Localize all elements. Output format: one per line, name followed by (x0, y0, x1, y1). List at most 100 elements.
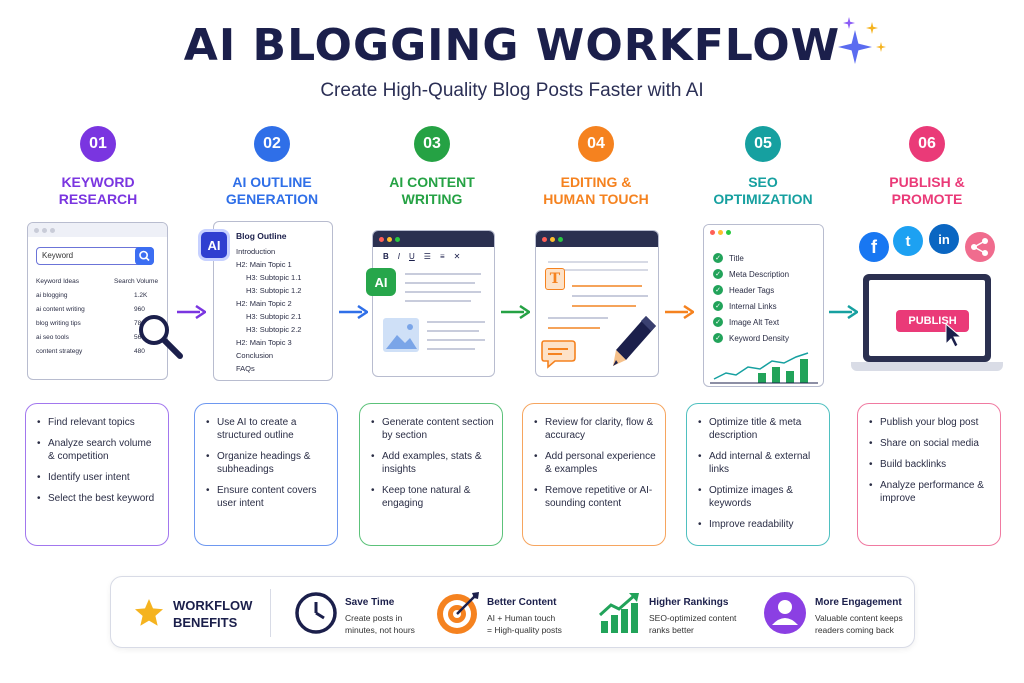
seo-checklist-window: ✓Title ✓Meta Description ✓Header Tags ✓I… (703, 224, 824, 387)
list-item: Find relevant topics (36, 416, 160, 429)
bar-chart-up-icon (598, 593, 639, 633)
step-number: 01 (80, 126, 116, 162)
list-item: Organize headings & subheadings (205, 450, 329, 476)
content-editor-window: B I U ☰ ≡ ✕ (372, 230, 495, 377)
outline-list: Introduction H2: Main Topic 1 H3: Subtop… (236, 245, 332, 375)
magnifier-icon (139, 315, 183, 359)
benefit-title: Better Content (487, 597, 557, 608)
star-icon (135, 599, 163, 626)
list-item: Introduction (236, 247, 276, 256)
editor-toolbar: B I U ☰ ≡ ✕ (373, 247, 494, 261)
check-icon: ✓ (713, 301, 723, 311)
benefit-title: Higher Rankings (649, 597, 729, 608)
list-item: Remove repetitive or AI-sounding content (533, 484, 657, 510)
list-item: H2: Main Topic 1 (236, 260, 292, 269)
list-item: Conclusion (236, 351, 274, 360)
step-title: EDITING &HUMAN TOUCH (543, 174, 649, 207)
facebook-icon[interactable]: f (859, 232, 889, 262)
check-icon: ✓ (713, 269, 723, 279)
list-item: Keep tone natural & engaging (370, 484, 494, 510)
outline-heading: Blog Outline (236, 231, 287, 241)
check-icon: ✓ (713, 333, 723, 343)
list-item: Analyze performance & improve (868, 479, 992, 505)
list-item: Identify user intent (36, 471, 160, 484)
benefit-title: More Engagement (815, 597, 902, 608)
check-icon: ✓ (713, 285, 723, 295)
list-item: Analyze search volume & competition (36, 437, 160, 463)
benefit-text: AI + Human touch= High-quality posts (487, 613, 562, 635)
step-4-card: Review for clarity, flow & accuracy Add … (522, 403, 666, 546)
list-item: H3: Subtopic 2.1 (246, 312, 302, 321)
arrow-right-icon (829, 305, 858, 319)
laptop-base (851, 362, 1003, 371)
bold-button[interactable]: B (383, 252, 389, 261)
list-item: Review for clarity, flow & accuracy (533, 416, 657, 442)
step-number: 06 (909, 126, 945, 162)
step-3-card: Generate content section by section Add … (359, 403, 503, 546)
list-item: H2: Main Topic 3 (236, 338, 292, 347)
list-item: ✓Title (713, 252, 823, 264)
seo-checklist: ✓Title ✓Meta Description ✓Header Tags ✓I… (704, 239, 823, 344)
list-item: Select the best keyword (36, 492, 160, 505)
list-item: FAQs (236, 364, 255, 373)
edited-text-lines (548, 261, 648, 329)
ai-badge-icon: AI (366, 268, 396, 296)
sparkle-icon (838, 30, 872, 64)
arrow-right-icon (177, 305, 206, 319)
sparkle-icon (843, 17, 855, 29)
cursor-icon (945, 322, 963, 348)
list-item: ✓Header Tags (713, 284, 823, 296)
list-item: H3: Subtopic 1.1 (246, 273, 302, 282)
publish-button[interactable]: PUBLISH (896, 310, 969, 332)
step-4-header: 04 EDITING &HUMAN TOUCH (521, 126, 671, 208)
twitter-icon[interactable]: t (893, 226, 923, 256)
growth-chart-icon (710, 352, 818, 384)
linkedin-icon[interactable]: in (929, 224, 959, 254)
check-icon: ✓ (713, 253, 723, 263)
step-number: 03 (414, 126, 450, 162)
list-icon[interactable]: ☰ (423, 252, 431, 261)
step-1-card: Find relevant topics Analyze search volu… (25, 403, 169, 546)
user-icon (764, 592, 806, 634)
step-5-card: Optimize title & meta description Add in… (686, 403, 830, 546)
list-item: ✓Keyword Density (713, 332, 823, 344)
check-icon: ✓ (713, 317, 723, 327)
numbered-list-icon[interactable]: ≡ (439, 252, 445, 261)
list-item: ✓Meta Description (713, 268, 823, 280)
search-icon (135, 247, 154, 265)
arrow-right-icon (339, 305, 368, 319)
list-item: ✓Image Alt Text (713, 316, 823, 328)
editor-content-lines (383, 273, 485, 352)
list-item: Add personal experience & examples (533, 450, 657, 476)
list-item: H3: Subtopic 2.2 (246, 325, 302, 334)
list-item: Optimize images & keywords (697, 484, 821, 510)
share-icon[interactable] (964, 231, 996, 263)
list-item: Improve readability (697, 518, 821, 531)
step-6-header: 06 PUBLISH &PROMOTE (852, 126, 1002, 208)
list-item: Use AI to create a structured outline (205, 416, 329, 442)
italic-button[interactable]: I (397, 252, 401, 261)
clock-icon (295, 592, 337, 634)
close-icon[interactable]: ✕ (453, 252, 461, 261)
step-2-card: Use AI to create a structured outline Or… (194, 403, 338, 546)
list-item: Generate content section by section (370, 416, 494, 442)
text-tool-icon: T (545, 268, 565, 290)
list-item: H2: Main Topic 2 (236, 299, 292, 308)
list-item: Build backlinks (868, 458, 992, 471)
underline-button[interactable]: U (409, 252, 415, 261)
ai-chip-icon: AI (201, 232, 227, 258)
